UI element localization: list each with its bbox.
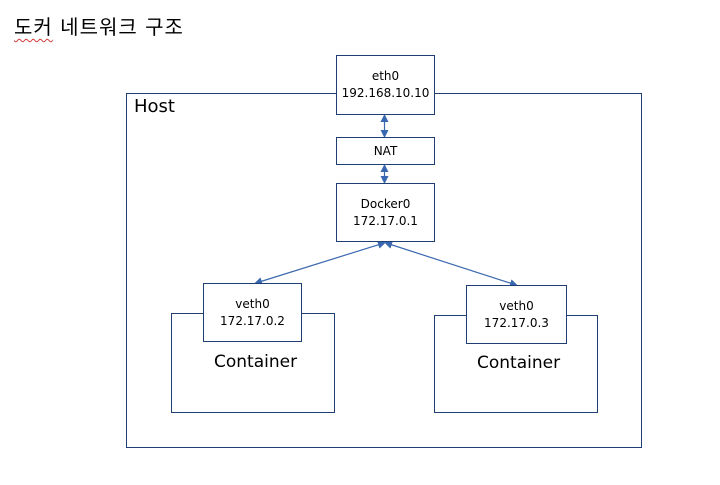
veth-right-ip: 172.17.0.3 [484, 315, 549, 330]
nat-label: NAT [373, 143, 398, 158]
docker0-bridge-box: Docker0 172.17.0.1 [336, 183, 435, 242]
eth0-ip: 192.168.10.10 [341, 86, 430, 100]
nat-box: NAT [336, 137, 435, 165]
docker0-ip: 172.17.0.1 [353, 213, 418, 228]
diagram-title: 도커 네트워크 구조 [14, 14, 184, 40]
veth-left-ip: 172.17.0.2 [220, 313, 285, 328]
eth0-name: eth0 [371, 69, 400, 83]
title-rest: 네트워크 구조 [60, 15, 184, 39]
veth-left-box: veth0 172.17.0.2 [203, 283, 302, 342]
container-label-right: Container [477, 353, 561, 373]
docker0-name: Docker0 [360, 196, 411, 211]
veth-right-name: veth0 [499, 298, 534, 313]
title-first-word: 도커 [14, 15, 53, 39]
host-label: Host [134, 96, 175, 117]
veth-left-name: veth0 [235, 296, 270, 311]
veth-right-box: veth0 172.17.0.3 [466, 285, 567, 344]
eth0-interface-box: eth0 192.168.10.10 [336, 55, 435, 115]
container-label-left: Container [214, 352, 298, 372]
